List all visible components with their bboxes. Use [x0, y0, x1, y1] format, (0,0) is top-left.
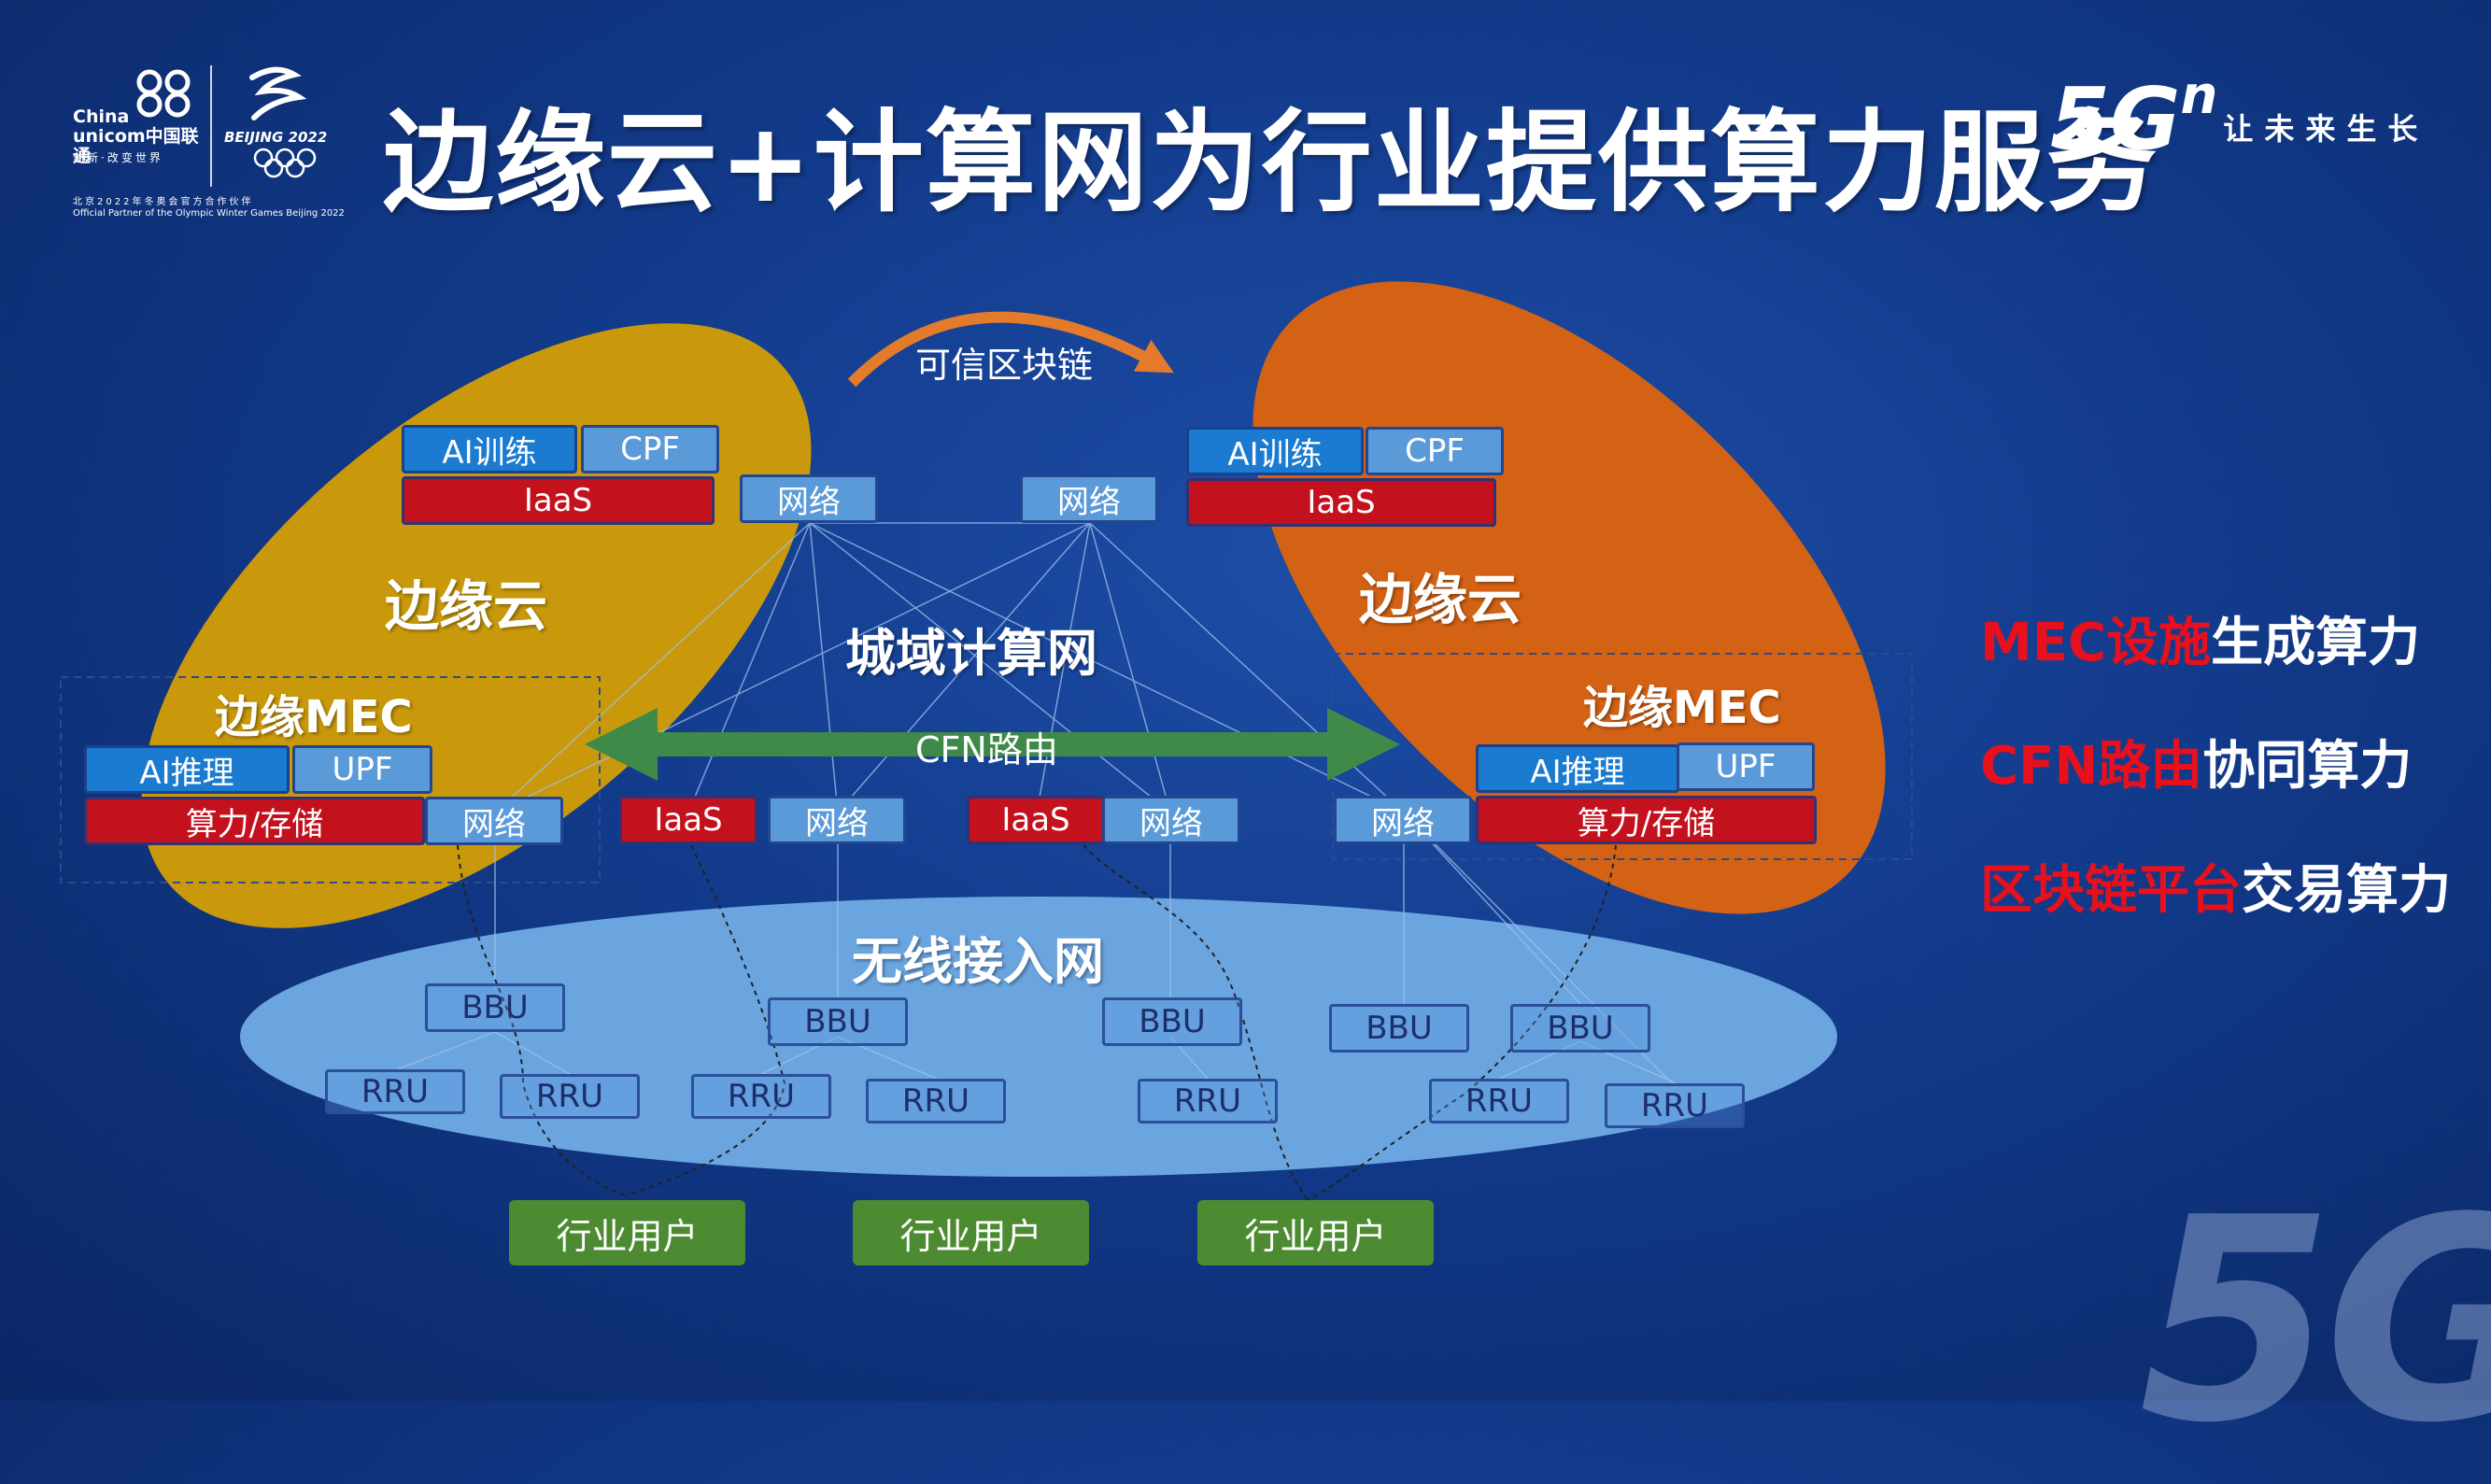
- rru-box-6: RRU: [1429, 1079, 1569, 1124]
- bbu-box-5: BBU: [1510, 1004, 1650, 1053]
- middle-iaas-box-2: IaaS: [967, 796, 1105, 844]
- bbu-box-3: BBU: [1102, 997, 1242, 1046]
- brand-5gn: 5Gn让未来生长: [2050, 65, 2428, 169]
- left-iaas-box: IaaS: [402, 476, 715, 525]
- feature-1-text: 生成算力: [2211, 613, 2421, 673]
- feature-line-3: 区块链平台交易算力: [1980, 848, 2451, 924]
- right-ai-training-box: AI训练: [1186, 427, 1364, 475]
- unicom-logo-text: China unicom中国联通: [73, 106, 199, 166]
- right-mec-label: 边缘MEC: [1583, 682, 1781, 734]
- left-net-box: 网络: [740, 474, 878, 523]
- rru-box-1: RRU: [325, 1069, 465, 1114]
- metro-compute-net-label: 城域计算网: [845, 624, 1097, 683]
- feature-2-highlight: CFN路由: [1980, 736, 2203, 797]
- left-mec-net-box: 网络: [425, 797, 563, 845]
- network-diagram: AI训练 CPF IaaS 网络 边缘云 边缘MEC AI推理 UPF 算力/存…: [60, 281, 1913, 1265]
- user-dashed-paths: [457, 844, 1617, 1201]
- rru-box-2: RRU: [500, 1074, 640, 1119]
- bbu-box-4: BBU: [1329, 1004, 1469, 1053]
- middle-net-box-1: 网络: [768, 796, 906, 844]
- feature-3-highlight: 区块链平台: [1980, 860, 2242, 921]
- industry-user-box-2: 行业用户: [853, 1200, 1089, 1265]
- right-mec-net-box: 网络: [1334, 796, 1472, 844]
- olympic-rings-icon: [253, 148, 317, 178]
- metro-mesh-lines: [396, 522, 1677, 1089]
- bbu-box-2: BBU: [768, 997, 908, 1046]
- brand-n-text: n: [2180, 65, 2218, 126]
- rru-box-3: RRU: [691, 1074, 831, 1119]
- right-top-net-box: 网络: [1020, 474, 1158, 523]
- right-ai-inference-box: AI推理: [1476, 744, 1679, 793]
- left-cpf-box: CPF: [581, 425, 719, 473]
- partner-text-en: Official Partner of the Olympic Winter G…: [73, 208, 345, 219]
- left-compute-storage-box: 算力/存储: [84, 797, 425, 845]
- feature-3-text: 交易算力: [2242, 860, 2451, 921]
- right-cpf-box: CPF: [1366, 427, 1504, 475]
- rru-box-7: RRU: [1605, 1083, 1745, 1128]
- right-upf-box: UPF: [1677, 742, 1815, 791]
- left-ai-training-box: AI训练: [402, 425, 577, 473]
- beijing-2022-text: BEIJING 2022: [224, 129, 328, 146]
- middle-net-box-2: 网络: [1102, 796, 1240, 844]
- right-edge-cloud-ellipse: [1253, 281, 1886, 914]
- page-title: 边缘云+计算网为行业提供算力服务: [383, 98, 2158, 227]
- wireless-access-net-label: 无线接入网: [852, 932, 1104, 991]
- brand-slogan: 让未来生长: [2223, 111, 2429, 147]
- logo-block: China unicom中国联通 创新·改变世界 BEIJING 2022 北京…: [65, 56, 346, 224]
- left-mec-label: 边缘MEC: [215, 691, 413, 743]
- beijing-2022-emblem-icon: [249, 66, 307, 120]
- feature-1-highlight: MEC设施: [1980, 613, 2212, 673]
- industry-user-box-3: 行业用户: [1197, 1200, 1434, 1265]
- unicom-knot-icon: [136, 69, 191, 118]
- bbu-box-1: BBU: [425, 983, 565, 1032]
- rru-box-4: RRU: [866, 1079, 1006, 1124]
- unicom-slogan: 创新·改变世界: [73, 151, 163, 164]
- left-edge-cloud-label: 边缘云: [385, 574, 548, 638]
- left-upf-box: UPF: [292, 745, 432, 794]
- blockchain-arc-arrow: [847, 311, 1174, 388]
- middle-iaas-box-1: IaaS: [619, 796, 757, 844]
- right-edge-cloud-label: 边缘云: [1359, 568, 1522, 631]
- blockchain-label: 可信区块链: [915, 345, 1094, 386]
- feature-line-1: MEC设施生成算力: [1980, 601, 2420, 676]
- rru-box-5: RRU: [1138, 1079, 1278, 1124]
- partner-text-cn: 北京2022年冬奥会官方合作伙伴: [73, 197, 254, 207]
- feature-line-2: CFN路由协同算力: [1980, 724, 2412, 799]
- right-compute-storage-box: 算力/存储: [1476, 796, 1817, 844]
- right-iaas-box: IaaS: [1186, 478, 1496, 527]
- feature-2-text: 协同算力: [2202, 736, 2413, 797]
- cfn-routing-label: CFN路由: [915, 729, 1058, 770]
- left-ai-inference-box: AI推理: [84, 745, 290, 794]
- brand-5g-text: 5G: [2050, 69, 2181, 169]
- industry-user-box-1: 行业用户: [509, 1200, 745, 1265]
- logo-divider: [210, 65, 212, 187]
